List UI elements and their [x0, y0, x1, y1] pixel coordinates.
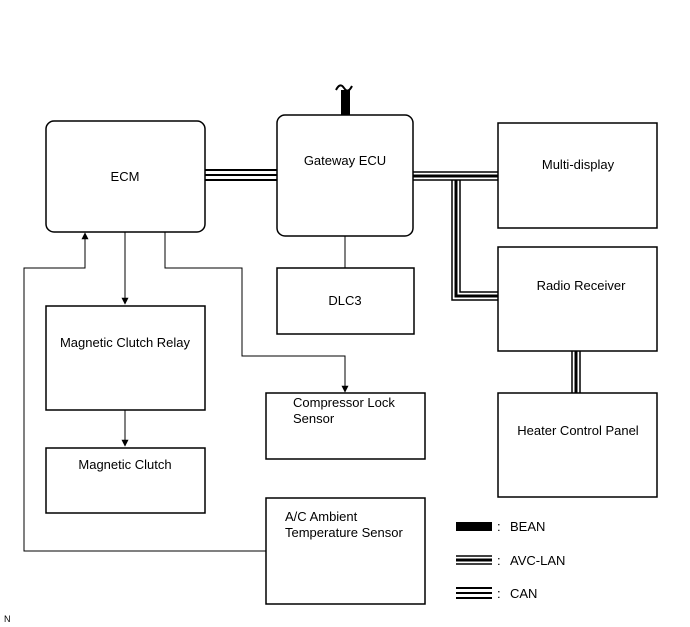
- legend: : BEAN : AVC-LAN : CAN: [456, 519, 565, 601]
- legend-avc-lan: : AVC-LAN: [456, 553, 565, 568]
- magnetic-clutch-block: Magnetic Clutch: [45, 447, 206, 514]
- legend-can-label: CAN: [510, 586, 537, 601]
- avc-lan-line-gateway-multi: [413, 171, 498, 181]
- dlc3-label: DLC3: [328, 293, 361, 308]
- magnetic-clutch-label: Magnetic Clutch: [78, 457, 171, 472]
- magnetic-clutch-relay-block: Magnetic Clutch Relay: [45, 305, 206, 411]
- radio-receiver-block: Radio Receiver: [497, 246, 658, 352]
- avc-lan-line-radio-heater: [571, 351, 581, 393]
- wire-ambient-ecm: [23, 232, 266, 552]
- wire-ecm-compressor: [164, 232, 349, 393]
- heater-control-panel-block: Heater Control Panel: [497, 392, 658, 498]
- compressor-lock-sensor-label-2: Sensor: [293, 411, 335, 426]
- ecm-block: ECM: [45, 120, 206, 233]
- avc-lan-line-branch-radio: [451, 180, 498, 301]
- legend-avc-lan-label: AVC-LAN: [510, 553, 565, 568]
- multi-display-block: Multi-display: [497, 122, 658, 229]
- legend-can-sep: :: [497, 586, 501, 601]
- ecm-label: ECM: [111, 169, 140, 184]
- legend-bean: : BEAN: [456, 519, 545, 534]
- bean-line-top: [335, 84, 353, 116]
- legend-avc-lan-sep: :: [497, 553, 501, 568]
- ambient-temperature-sensor-label-2: Temperature Sensor: [285, 525, 403, 540]
- compressor-lock-sensor-label-1: Compressor Lock: [293, 395, 395, 410]
- can-line-ecm-gateway: [205, 169, 277, 181]
- legend-bean-label: BEAN: [510, 519, 545, 534]
- legend-can: : CAN: [456, 586, 537, 601]
- radio-receiver-label: Radio Receiver: [537, 278, 627, 293]
- legend-bean-sep: :: [497, 519, 501, 534]
- dlc3-block: DLC3: [276, 267, 415, 335]
- multi-display-label: Multi-display: [542, 157, 615, 172]
- heater-control-panel-label: Heater Control Panel: [517, 423, 639, 438]
- ambient-temperature-sensor-label-1: A/C Ambient: [285, 509, 358, 524]
- gateway-ecu-block: Gateway ECU: [276, 114, 414, 237]
- magnetic-clutch-relay-label: Magnetic Clutch Relay: [60, 335, 191, 350]
- figure-code: N: [4, 614, 11, 624]
- gateway-ecu-label: Gateway ECU: [304, 153, 386, 168]
- compressor-lock-sensor-block: Compressor Lock Sensor: [265, 392, 426, 460]
- ambient-temperature-sensor-block: A/C Ambient Temperature Sensor: [265, 497, 426, 605]
